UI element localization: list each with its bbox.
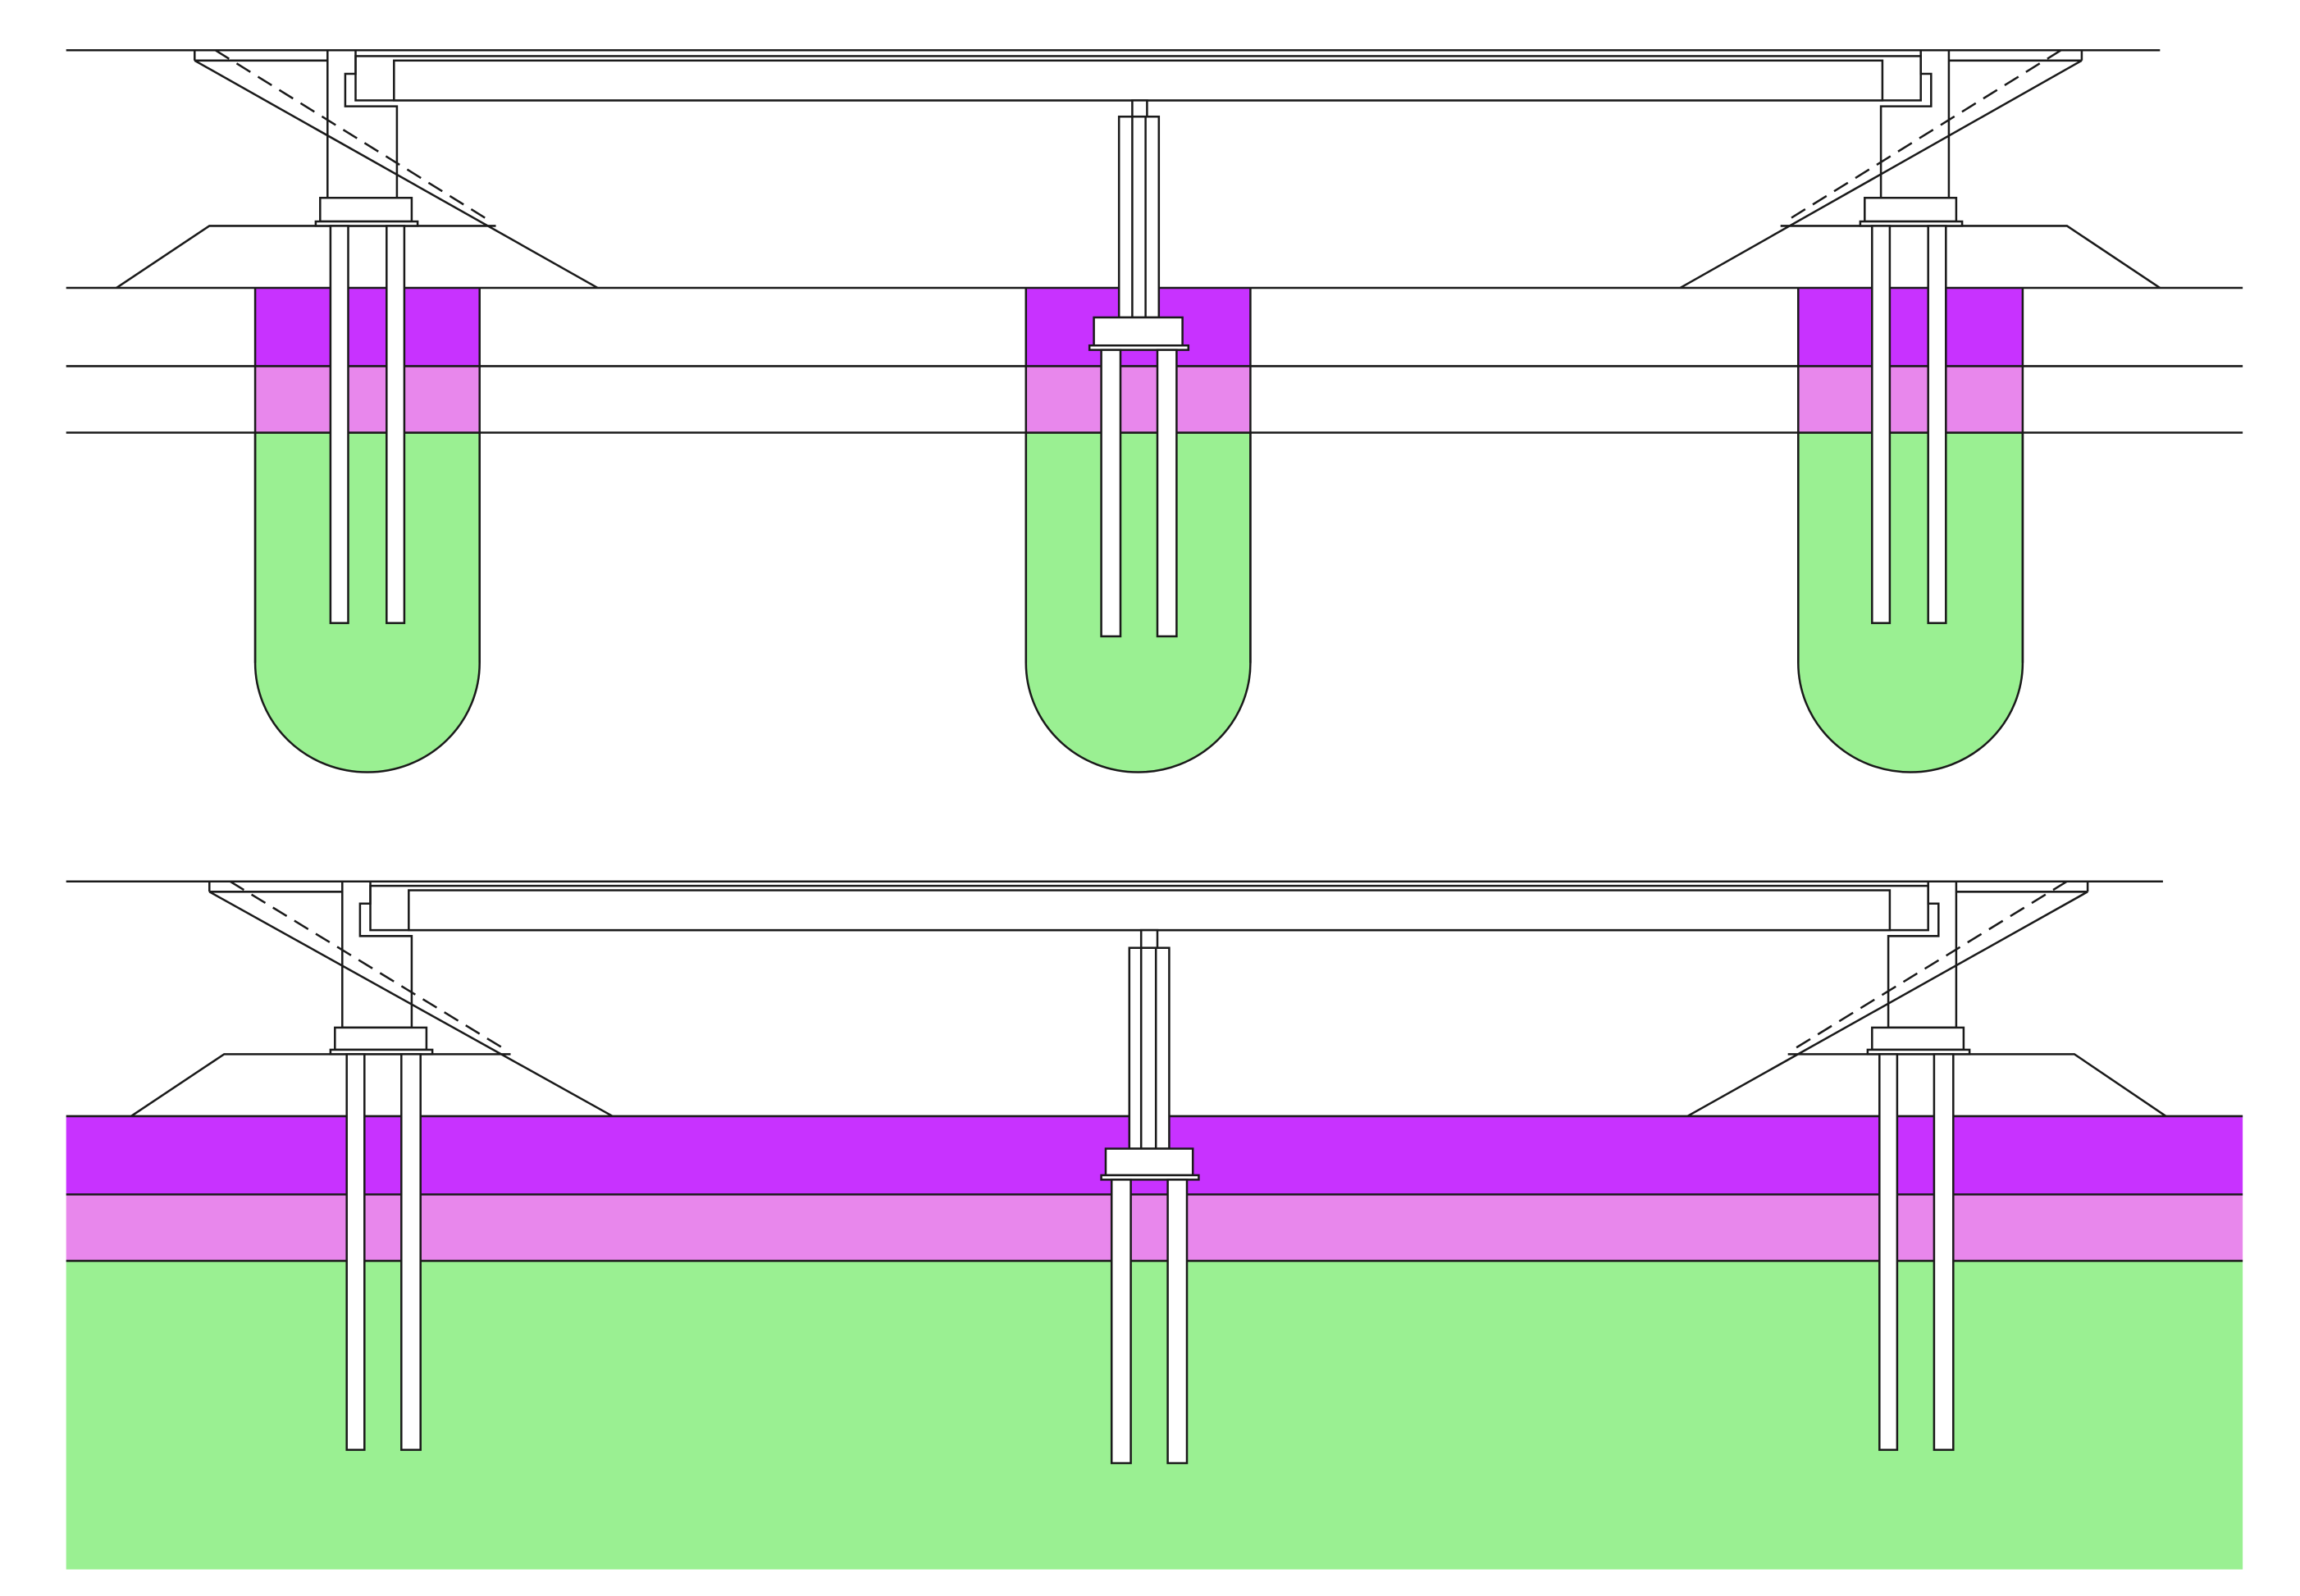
pile [1933, 1053, 1955, 1452]
pile [1927, 225, 1947, 624]
improvement-column-left [253, 288, 481, 773]
improvement-column-center [1025, 288, 1252, 773]
soil-layer-3 [66, 1261, 2243, 1570]
top-piles [329, 225, 1947, 638]
bottom-piles [345, 1053, 1955, 1465]
soil-layer-2 [66, 1194, 2243, 1261]
top-superstructure [314, 48, 1964, 351]
bottom-panel [66, 880, 2243, 1570]
pile [329, 225, 349, 624]
pile [400, 1053, 422, 1452]
pile [1100, 349, 1122, 638]
bottom-superstructure [329, 880, 1971, 1181]
pile [1110, 1179, 1132, 1465]
top-panel [66, 48, 2243, 773]
pile [386, 225, 406, 624]
pile [345, 1053, 366, 1452]
improvement-column-right [1797, 288, 2024, 773]
pile [1871, 225, 1892, 624]
pile [1878, 1053, 1899, 1452]
pile [1156, 349, 1178, 638]
pile [1166, 1179, 1189, 1465]
